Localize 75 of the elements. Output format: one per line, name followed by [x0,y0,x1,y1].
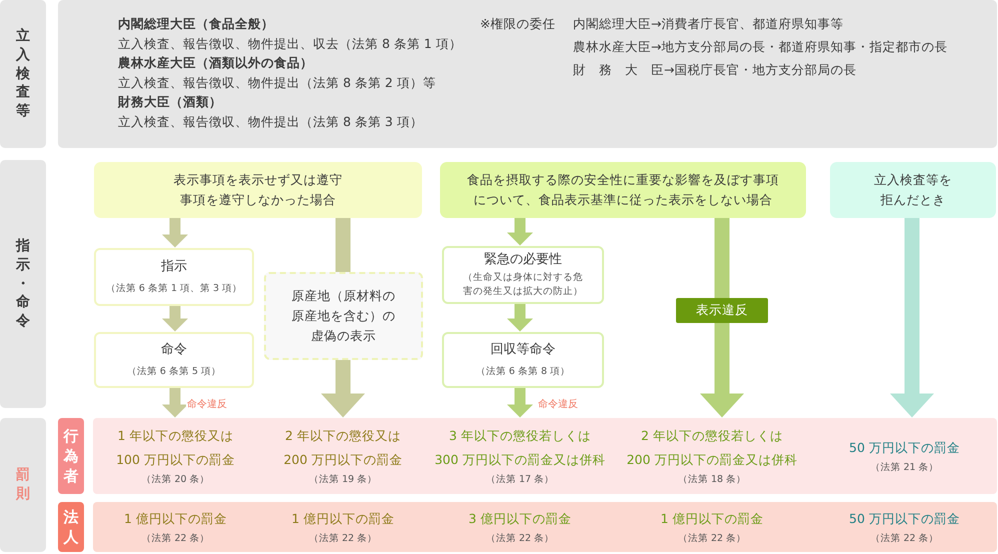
section-label [0,418,46,552]
row-tab [58,502,84,552]
condition-box [94,162,422,218]
box-text: 緊急の必要性 [483,251,563,270]
box-text: 回収等命令 [490,341,556,360]
penalty-text: 1 億円以下の罰金 [292,510,394,528]
box-text: 表示事項を表示せず又は遵守事項を遵守しなかった場合 [172,171,344,209]
process-box [94,332,254,388]
edge-label: 表示違反 [676,298,768,323]
penalty-text: 1 億円以下の罰金 [124,510,227,528]
process-box [442,332,604,388]
info-panel [58,0,997,148]
box-text: 命令 [161,340,187,359]
penalty-text: 50 万円以下の罰金 [849,510,960,528]
process-box [442,246,604,304]
condition-box [440,162,806,218]
box-text: 立入検査等を拒んだとき [873,171,953,209]
row-label: 法人 [62,506,80,548]
arrow [507,218,533,246]
description-text: 立入検査、報告徴収、物件提出、収去（法第 8 条第 1 項） [118,35,462,53]
law-reference: （生命又は身体に対する危害の発生又は拡大の防止） [462,271,584,300]
edge-label: 命令違反 [537,397,579,411]
law-reference: （法第 22 条） [308,532,378,546]
arrow [162,306,188,332]
description-text: 立入検査、報告徴収、物件提出（法第 8 条第 3 項） [118,113,423,131]
row-label: 立入検査等 [15,26,31,122]
law-reference: （法第 22 条） [486,532,554,546]
law-reference: （法第 18 条） [678,472,746,487]
penalty-text: 2 年以下の懲役又は200 万円以下の罰金 [284,427,402,469]
description-text: 財 務 大 臣→国税庁長官・地方支分部局の長 [573,61,856,79]
penalty-text: 50 万円以下の罰金 [849,439,960,458]
law-reference: （法第 20 条） [141,472,210,487]
penalty-text: 3 年以下の懲役若しくは300 万円以下の罰金又は併科 [434,427,606,469]
arrow [507,304,533,332]
heading: 内閣総理大臣（食品全般） [118,15,274,33]
arrow [890,218,934,418]
box-text: 食品を摂取する際の安全性に重要な影響を及ぼす事項について、食品表示基準に従った表示をしない場合 [466,171,780,209]
arrow [700,218,744,418]
description-text: 立入検査、報告徴収、物件提出（法第 8 条第 2 項）等 [118,74,436,92]
arrow [162,388,188,418]
law-reference: （法第 17 条） [486,472,554,487]
condition-box [830,162,996,218]
section-label [0,0,46,148]
law-reference: （法第 6 条第 8 項） [476,365,570,380]
row-label: 罰則 [15,466,31,504]
law-reference: （法第 22 条） [678,532,746,546]
description-text: 農林水産大臣→地方支分部局の長・都道府県知事・指定都市の長 [573,38,948,56]
row-label: 行為者 [62,426,80,486]
arrow [507,388,533,418]
arrow [162,218,188,248]
law-reference: （法第 22 条） [870,532,939,546]
edge-label: 命令違反 [186,397,228,411]
box-text: 原産地（原材料の原産地を含む）の虚偽の表示 [290,287,396,345]
row-label: 指示・命令 [15,236,31,332]
process-box [264,272,423,360]
heading: 財務大臣（酒類） [118,93,222,111]
box-text: 指示 [161,258,187,276]
penalty-text: 2 年以下の懲役若しくは200 万円以下の罰金又は併科 [626,427,798,469]
section-label [0,160,46,408]
description-text: ※権限の委任 [480,15,556,33]
penalty-text: 3 億円以下の罰金 [468,510,572,528]
row-tab [58,418,84,494]
law-reference: （法第 21 条） [870,460,939,475]
penalty-text: 1 億円以下の罰金 [660,510,764,528]
description-text: 内閣総理大臣→消費者庁長官、都道府県知事等 [573,15,844,33]
arrow [321,360,365,418]
heading: 農林水産大臣（酒類以外の食品） [118,54,313,72]
law-reference: （法第 6 条第 1 項、第 3 項） [106,282,242,296]
process-box [94,248,254,306]
penalty-row [93,502,997,552]
law-reference: （法第 19 条） [308,472,378,487]
law-reference: （法第 6 条第 5 項） [126,365,222,380]
law-reference: （法第 22 条） [141,532,210,546]
penalty-row [93,418,997,494]
penalty-text: 1 年以下の懲役又は100 万円以下の罰金 [116,427,235,469]
